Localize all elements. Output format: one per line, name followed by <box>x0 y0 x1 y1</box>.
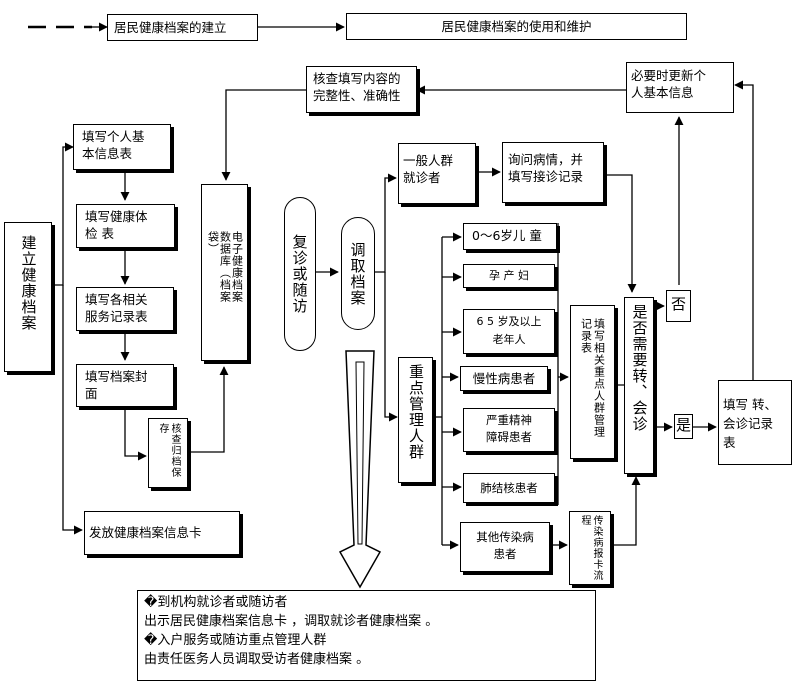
build-record-box: 建立健康档案 <box>4 222 52 372</box>
infectious-report-box: 传染病报卡流程 <box>569 511 611 585</box>
group-chronic-box: 慢性病患者 <box>460 366 548 391</box>
revisit-pill: 复诊或随访 <box>284 197 316 351</box>
group-elderly-box: 6 5 岁及以上 老年人 <box>463 309 555 354</box>
note-line-4: 由责任医务人员调取受访者健康档案 。 <box>144 652 370 667</box>
group-mental-box: 严重精神 障碍患者 <box>463 408 555 452</box>
group-infectious-box: 其他传染病 患者 <box>460 522 550 572</box>
update-info-box: 必要时更新个 人基本信息 <box>626 62 734 113</box>
key-record-box: 填写相关重点人群管理记录表 <box>570 305 615 459</box>
stage1-label: 居民健康档案的建立 <box>114 20 227 35</box>
note-line-1: �到机构就诊者或随访者 <box>144 595 288 610</box>
stage2-label: 居民健康档案的使用和维护 <box>441 19 592 34</box>
note-line-3: �入户服务或随访重点管理人群 <box>144 633 327 648</box>
referral-form-box: 填写 转、 会诊记录 表 <box>718 380 792 465</box>
general-patient-box: 一般人群 就诊者 <box>398 143 476 204</box>
no-box: 否 <box>666 290 691 322</box>
bullet-icon: � <box>144 595 158 610</box>
referral-question-box: 是否需要转、会诊 <box>624 297 654 474</box>
verify-archive-box: 核查归档保存 <box>148 418 188 488</box>
group-pregnant-box: 孕 产 妇 <box>463 264 555 288</box>
fill-service-record-box: 填写各相关 服务记录表 <box>76 287 174 331</box>
build-record-label: 建立健康档案 <box>19 235 38 331</box>
fill-basic-info-box: 填写个人基 本信息表 <box>73 124 171 170</box>
note-line-2: 出示居民健康档案信息卡 ，调取就诊者健康档案 。 <box>144 614 439 629</box>
yes-box: 是 <box>674 414 693 439</box>
group-tb-box: 肺结核患者 <box>463 473 555 503</box>
inquiry-box: 询问病情，并 填写接诊记录 <box>502 142 604 203</box>
electronic-db-box: 电子健康档案数据库（档案袋） <box>201 184 248 361</box>
fill-health-exam-box: 填写健康体 检 表 <box>76 204 175 248</box>
instruction-note: �到机构就诊者或随访者 出示居民健康档案信息卡 ，调取就诊者健康档案 。 �入户… <box>137 590 596 681</box>
group-child-box: 0～6岁儿 童 <box>463 223 557 250</box>
bullet-icon: � <box>144 633 158 648</box>
key-groups-box: 重点管理人群 <box>398 357 433 483</box>
check-complete-box: 核查填写内容的 完整性、准确性 <box>306 66 417 113</box>
down-arrow <box>338 350 382 589</box>
retrieve-pill: 调取档案 <box>341 217 375 330</box>
stage2-box: 居民健康档案的使用和维护 <box>346 13 687 40</box>
fill-cover-box: 填写档案封 面 <box>76 364 174 407</box>
stage1-box: 居民健康档案的建立 <box>107 14 258 41</box>
issue-card-box: 发放健康档案信息卡 <box>84 511 240 555</box>
